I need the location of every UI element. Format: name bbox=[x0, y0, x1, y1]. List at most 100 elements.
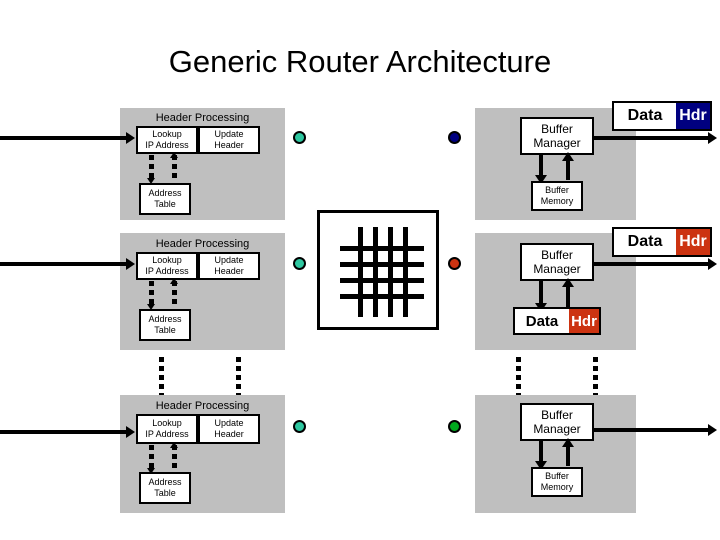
table-to-update-arrowhead-row-2 bbox=[170, 278, 178, 284]
egress-link-row-3 bbox=[592, 428, 710, 432]
lookup-ip-address-box-row-2[interactable]: Lookup IP Address bbox=[136, 252, 198, 280]
packet-data-segment-out-row-2: Data bbox=[614, 229, 676, 255]
address-table-line-1: Address bbox=[148, 314, 182, 324]
packet-hdr-segment-out-row-2: Hdr bbox=[676, 229, 710, 255]
ingress-port-dot-row-2[interactable] bbox=[293, 257, 306, 270]
switch-hline-3 bbox=[340, 278, 424, 283]
switch-hline-4 bbox=[340, 294, 424, 299]
row-continuation-dots-left-b bbox=[236, 357, 241, 399]
lookup-ip-address-box-row-1[interactable]: Lookup IP Address bbox=[136, 126, 198, 154]
packet-to-bm-arrowhead-row-2 bbox=[562, 278, 574, 287]
buffer-manager-line-2: Manager bbox=[533, 136, 581, 150]
packet-to-bm-link-row-2 bbox=[566, 281, 570, 309]
update-line-1: Update bbox=[214, 418, 244, 428]
address-table-line-2: Table bbox=[154, 488, 176, 498]
switch-vline-1 bbox=[358, 227, 363, 317]
update-line-1: Update bbox=[214, 129, 244, 139]
ingress-link-row-1 bbox=[0, 136, 128, 140]
header-processing-label-row-3: Header Processing bbox=[155, 400, 250, 412]
switch-vline-4 bbox=[403, 227, 408, 317]
lookup-line-2: IP Address bbox=[145, 429, 189, 439]
ingress-port-dot-row-1[interactable] bbox=[293, 131, 306, 144]
lookup-line-2: IP Address bbox=[145, 140, 189, 150]
address-table-line-1: Address bbox=[148, 477, 182, 487]
buffer-memory-line-2: Memory bbox=[540, 482, 574, 492]
switch-vline-3 bbox=[388, 227, 393, 317]
bm-to-packet-link-row-2 bbox=[539, 281, 543, 306]
egress-link-row-1 bbox=[592, 136, 710, 140]
bm-to-memory-link-row-3 bbox=[539, 441, 543, 463]
memory-to-bm-arrowhead-row-1 bbox=[562, 152, 574, 161]
address-table-box-row-1[interactable]: Address Table bbox=[139, 183, 191, 215]
lookup-to-table-arrowhead-row-2 bbox=[147, 304, 155, 310]
table-to-update-dotted-row-3 bbox=[172, 445, 177, 469]
buffer-memory-box-row-1[interactable]: Buffer Memory bbox=[531, 181, 583, 211]
lookup-to-table-arrowhead-row-3 bbox=[147, 468, 155, 474]
crossbar-switch[interactable] bbox=[317, 210, 439, 330]
lookup-to-table-dotted-row-2 bbox=[149, 281, 154, 305]
buffer-memory-box-row-3[interactable]: Buffer Memory bbox=[531, 467, 583, 497]
buffer-memory-line-2: Memory bbox=[540, 196, 574, 206]
table-to-update-dotted-row-2 bbox=[172, 281, 177, 305]
lookup-to-table-dotted-row-3 bbox=[149, 445, 154, 469]
ingress-arrowhead-row-2 bbox=[126, 258, 135, 270]
packet-hdr-segment-row-2: Hdr bbox=[569, 309, 599, 333]
header-processing-label-row-1: Header Processing bbox=[155, 112, 250, 124]
bm-to-memory-link-row-1 bbox=[539, 155, 543, 177]
buffered-packet-row-2: Data Hdr bbox=[513, 307, 601, 335]
address-table-box-row-2[interactable]: Address Table bbox=[139, 309, 191, 341]
egress-port-dot-row-2[interactable] bbox=[448, 257, 461, 270]
buffer-manager-box-row-1[interactable]: Buffer Manager bbox=[520, 117, 594, 155]
row-continuation-dots-right-b bbox=[593, 357, 598, 399]
ingress-link-row-3 bbox=[0, 430, 128, 434]
address-table-line-2: Table bbox=[154, 199, 176, 209]
buffer-manager-line-1: Buffer bbox=[541, 408, 573, 422]
update-header-box-row-1[interactable]: Update Header bbox=[198, 126, 260, 154]
row-continuation-dots-right-a bbox=[516, 357, 521, 399]
ingress-arrowhead-row-1 bbox=[126, 132, 135, 144]
address-table-line-2: Table bbox=[154, 325, 176, 335]
egress-arrowhead-row-1 bbox=[708, 132, 717, 144]
lookup-to-table-arrowhead-row-1 bbox=[147, 178, 155, 184]
lookup-line-1: Lookup bbox=[152, 255, 182, 265]
egress-port-dot-row-1[interactable] bbox=[448, 131, 461, 144]
ingress-arrowhead-row-3 bbox=[126, 426, 135, 438]
lookup-line-1: Lookup bbox=[152, 129, 182, 139]
ingress-link-row-2 bbox=[0, 262, 128, 266]
header-processing-label-row-2: Header Processing bbox=[155, 238, 250, 250]
update-line-1: Update bbox=[214, 255, 244, 265]
packet-data-segment-row-2: Data bbox=[515, 309, 569, 333]
buffer-manager-line-1: Buffer bbox=[541, 248, 573, 262]
update-line-2: Header bbox=[214, 266, 244, 276]
memory-to-bm-link-row-1 bbox=[566, 158, 570, 180]
packet-hdr-segment-row-1: Hdr bbox=[676, 103, 710, 129]
address-table-box-row-3[interactable]: Address Table bbox=[139, 472, 191, 504]
bm-to-memory-arrowhead-row-3 bbox=[535, 461, 547, 470]
egress-arrowhead-row-2 bbox=[708, 258, 717, 270]
buffer-manager-line-1: Buffer bbox=[541, 122, 573, 136]
output-packet-row-2: Data Hdr bbox=[612, 227, 712, 257]
buffer-manager-box-row-2[interactable]: Buffer Manager bbox=[520, 243, 594, 281]
memory-to-bm-link-row-3 bbox=[566, 444, 570, 466]
ingress-port-dot-row-3[interactable] bbox=[293, 420, 306, 433]
lookup-ip-address-box-row-3[interactable]: Lookup IP Address bbox=[136, 414, 198, 444]
update-line-2: Header bbox=[214, 140, 244, 150]
bm-to-memory-arrowhead-row-1 bbox=[535, 175, 547, 184]
update-line-2: Header bbox=[214, 429, 244, 439]
egress-link-row-2 bbox=[592, 262, 710, 266]
lookup-line-1: Lookup bbox=[152, 418, 182, 428]
output-packet-row-1: Data Hdr bbox=[612, 101, 712, 131]
buffer-manager-box-row-3[interactable]: Buffer Manager bbox=[520, 403, 594, 441]
update-header-box-row-2[interactable]: Update Header bbox=[198, 252, 260, 280]
egress-arrowhead-row-3 bbox=[708, 424, 717, 436]
packet-data-segment-row-1: Data bbox=[614, 103, 676, 129]
lookup-to-table-dotted-row-1 bbox=[149, 155, 154, 179]
switch-vline-2 bbox=[373, 227, 378, 317]
lookup-line-2: IP Address bbox=[145, 266, 189, 276]
memory-to-bm-arrowhead-row-3 bbox=[562, 438, 574, 447]
update-header-box-row-3[interactable]: Update Header bbox=[198, 414, 260, 444]
egress-port-dot-row-3[interactable] bbox=[448, 420, 461, 433]
buffer-manager-line-2: Manager bbox=[533, 422, 581, 436]
buffer-manager-line-2: Manager bbox=[533, 262, 581, 276]
